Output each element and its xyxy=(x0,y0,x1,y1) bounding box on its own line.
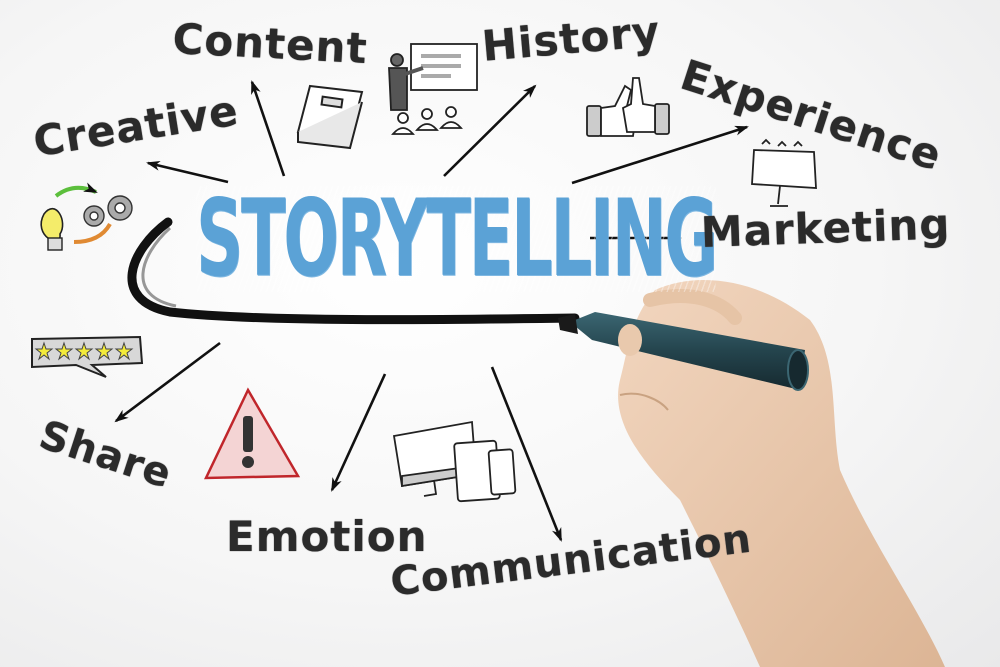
lightbulb-gears-icon xyxy=(40,182,133,251)
arrow-to-history xyxy=(443,84,537,177)
arrow-to-communication xyxy=(490,366,563,542)
arrow-to-emotion xyxy=(330,373,387,492)
arrow-to-content xyxy=(250,80,286,177)
node-label-marketing: Marketing xyxy=(700,199,952,257)
underline-swoosh xyxy=(127,217,580,325)
book-icon xyxy=(296,84,364,150)
arrow-to-share xyxy=(114,341,221,423)
arrow-to-experience xyxy=(571,125,749,185)
presentation-icon xyxy=(388,43,478,135)
central-topic-title: STORYTELLING xyxy=(196,177,718,300)
devices-icon xyxy=(392,420,517,503)
billboard-icon xyxy=(751,138,817,207)
star-rating-bubble-icon xyxy=(31,335,144,378)
arrow-to-creative xyxy=(146,160,229,184)
warning-triangle-icon xyxy=(203,387,301,480)
node-label-emotion: Emotion xyxy=(226,512,428,561)
hand-with-marker xyxy=(558,280,945,667)
node-label-content: Content xyxy=(171,14,369,74)
thumbs-up-icon xyxy=(586,77,670,137)
